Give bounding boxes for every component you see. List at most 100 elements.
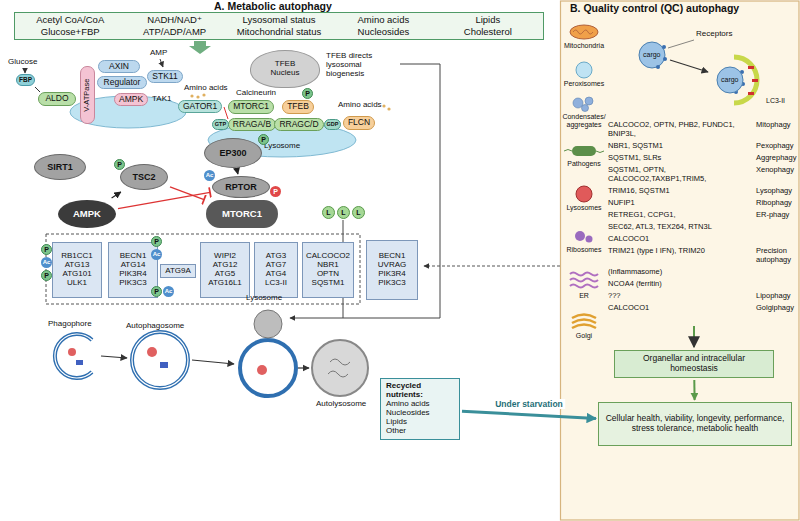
lysosome-shape (254, 310, 282, 338)
stage-label: Phagophore (48, 320, 92, 329)
receptor-row: TRIM21 (type I IFN), TRIM20Precision aut… (608, 244, 796, 265)
autophagy-type: Lysophagy (756, 186, 796, 195)
protein-circle: RPTOR (212, 176, 270, 198)
node-text: LC3-II (265, 279, 287, 288)
node-text: STK11 (152, 72, 177, 82)
connector (118, 192, 210, 208)
metabolite-label: AMP (150, 49, 167, 58)
receptor-row: RETREG1, CCPG1,ER-phagy (608, 208, 796, 220)
organelle-label: Condensates/ aggregates (560, 113, 608, 128)
receptor-dots (656, 45, 745, 94)
type-cell: Aggrephagy (756, 153, 796, 162)
kinase-circle: AMPK (58, 200, 116, 228)
receptor-cell: (Inflammasome) (608, 267, 756, 276)
node-text: AXIN (109, 62, 129, 72)
type-cell: Precision autophagy (756, 246, 796, 264)
stage-label: Autophagosome (126, 322, 184, 331)
cargo-blob (147, 347, 157, 357)
outcome-box: Organellar and intracellular homeostasis (614, 350, 774, 378)
phospho-mark: P (302, 88, 313, 99)
autophagy-type: Mitophagy (756, 120, 796, 129)
panel-title: A. Metabolic autophagy (214, 1, 332, 13)
node-text: Other (386, 427, 406, 436)
pathogen-icon (572, 146, 596, 156)
node-text: V-ATPase (83, 78, 91, 111)
phospho-mark: P (270, 186, 281, 197)
receptor-row: CALCOCO1Golgiphagy (608, 301, 796, 313)
protein-group: BECN1UVRAGPIK3R4PIK3C3 (366, 240, 418, 300)
edge-label: Under starvation (493, 399, 565, 409)
cargo-blob (76, 360, 83, 365)
cargo-arrow (670, 60, 708, 72)
acetyl-mark: Ac (163, 286, 174, 297)
organelle-label: Lysosome (264, 142, 300, 151)
node-text: Organellar and intracellular homeostasis (619, 354, 769, 373)
protein-group: WIPI2ATG12ATG5ATG16L1 (200, 242, 250, 298)
connector (112, 192, 121, 198)
fbp-link (35, 87, 40, 92)
kinase-box: AMPK (114, 93, 148, 106)
peroxisome-icon (576, 62, 592, 78)
protein-circle: SIRT1 (34, 154, 86, 180)
stage-arrow (192, 360, 234, 364)
receptor-row: TRIM16, SQSTM1Lysophagy (608, 184, 796, 196)
stage-arrow (101, 356, 127, 358)
connector (693, 380, 695, 400)
nutrient-box: Recycled nutrients:Amino acidsNucleoside… (380, 378, 460, 440)
machinery-frame (46, 234, 360, 304)
phospho-mark: P (151, 236, 162, 247)
organelle-label: Pathogens (560, 160, 608, 168)
phagophore-shape (55, 334, 92, 378)
node-text: Glucose+FBP (41, 27, 100, 38)
receptor-names: CALCOCO2, OPTN, PHB2, FUNDC1, BNIP3L, (608, 120, 753, 138)
node-text: ATG3 (266, 252, 286, 261)
receptor-cell: NUFIP1 (608, 198, 756, 207)
er-icon (570, 273, 598, 288)
type-cell: Mitophagy (756, 120, 796, 138)
receptor-label: Receptors (696, 30, 732, 39)
cargo-shape (639, 42, 665, 68)
nucleotide-mark: GDP (324, 119, 341, 130)
receptor-names: TRIM21 (type I IFN), TRIM20 (608, 246, 753, 255)
type-cell: Ribophagy (756, 198, 796, 207)
nutrient-label: Amino acids (338, 101, 382, 110)
node-text: NBR1 (317, 261, 338, 270)
node-text: ATG13 (65, 261, 90, 270)
autophagy-type: Pexophagy (756, 141, 796, 150)
node-text: NADH/NAD⁺ (147, 15, 202, 26)
autophagy-type: Aggrephagy (756, 153, 796, 162)
cargo-blob (160, 362, 168, 368)
lipid-mark: L (337, 206, 350, 219)
node-text: BECN1 (379, 252, 406, 261)
node-text: Lipids (386, 418, 407, 427)
lc3-label: LC3-II (766, 97, 785, 105)
phospho-mark: P (151, 286, 162, 297)
receptor-cell: TRIM21 (type I IFN), TRIM20 (608, 246, 756, 264)
node-text: Lysosomal status (242, 15, 315, 26)
type-cell (756, 234, 796, 243)
receptor-cell: SEC62, ATL3, TEX264, RTN3L (608, 222, 756, 231)
cargo-blob (257, 365, 267, 375)
list-arrow (693, 326, 695, 347)
autophagosome-shape (132, 332, 188, 388)
acetyl-mark: Ac (204, 170, 215, 181)
node-text: TFEB (275, 60, 295, 69)
protein-circle: TSC2 (120, 164, 168, 190)
receptor-row: CALCOCO1 (608, 232, 796, 244)
phospho-mark: P (41, 244, 52, 255)
receptor-row: SEC62, ATL3, TEX264, RTN3L (608, 220, 796, 232)
node-text: Regulator (104, 78, 141, 88)
type-cell: Pexophagy (756, 141, 796, 150)
receptor-names: SQSTM1, OPTN, CALCOCO2,TAXBP1,TRIM5, (608, 165, 753, 183)
receptor-names: CALCOCO1 (608, 234, 753, 243)
ribosome-icon (575, 231, 593, 243)
connector (236, 170, 238, 174)
panel-b-frame (561, 1, 800, 520)
nutrient-label: Amino acids (184, 84, 228, 93)
input-arrow (189, 41, 211, 54)
receptor-names: TRIM16, SQSTM1 (608, 186, 753, 195)
node-text: OPTN (317, 270, 339, 279)
nucleus: TFEBNucleus (250, 50, 320, 88)
complex-box: MTORC1 (228, 100, 274, 114)
degraded-cargo (328, 359, 350, 377)
